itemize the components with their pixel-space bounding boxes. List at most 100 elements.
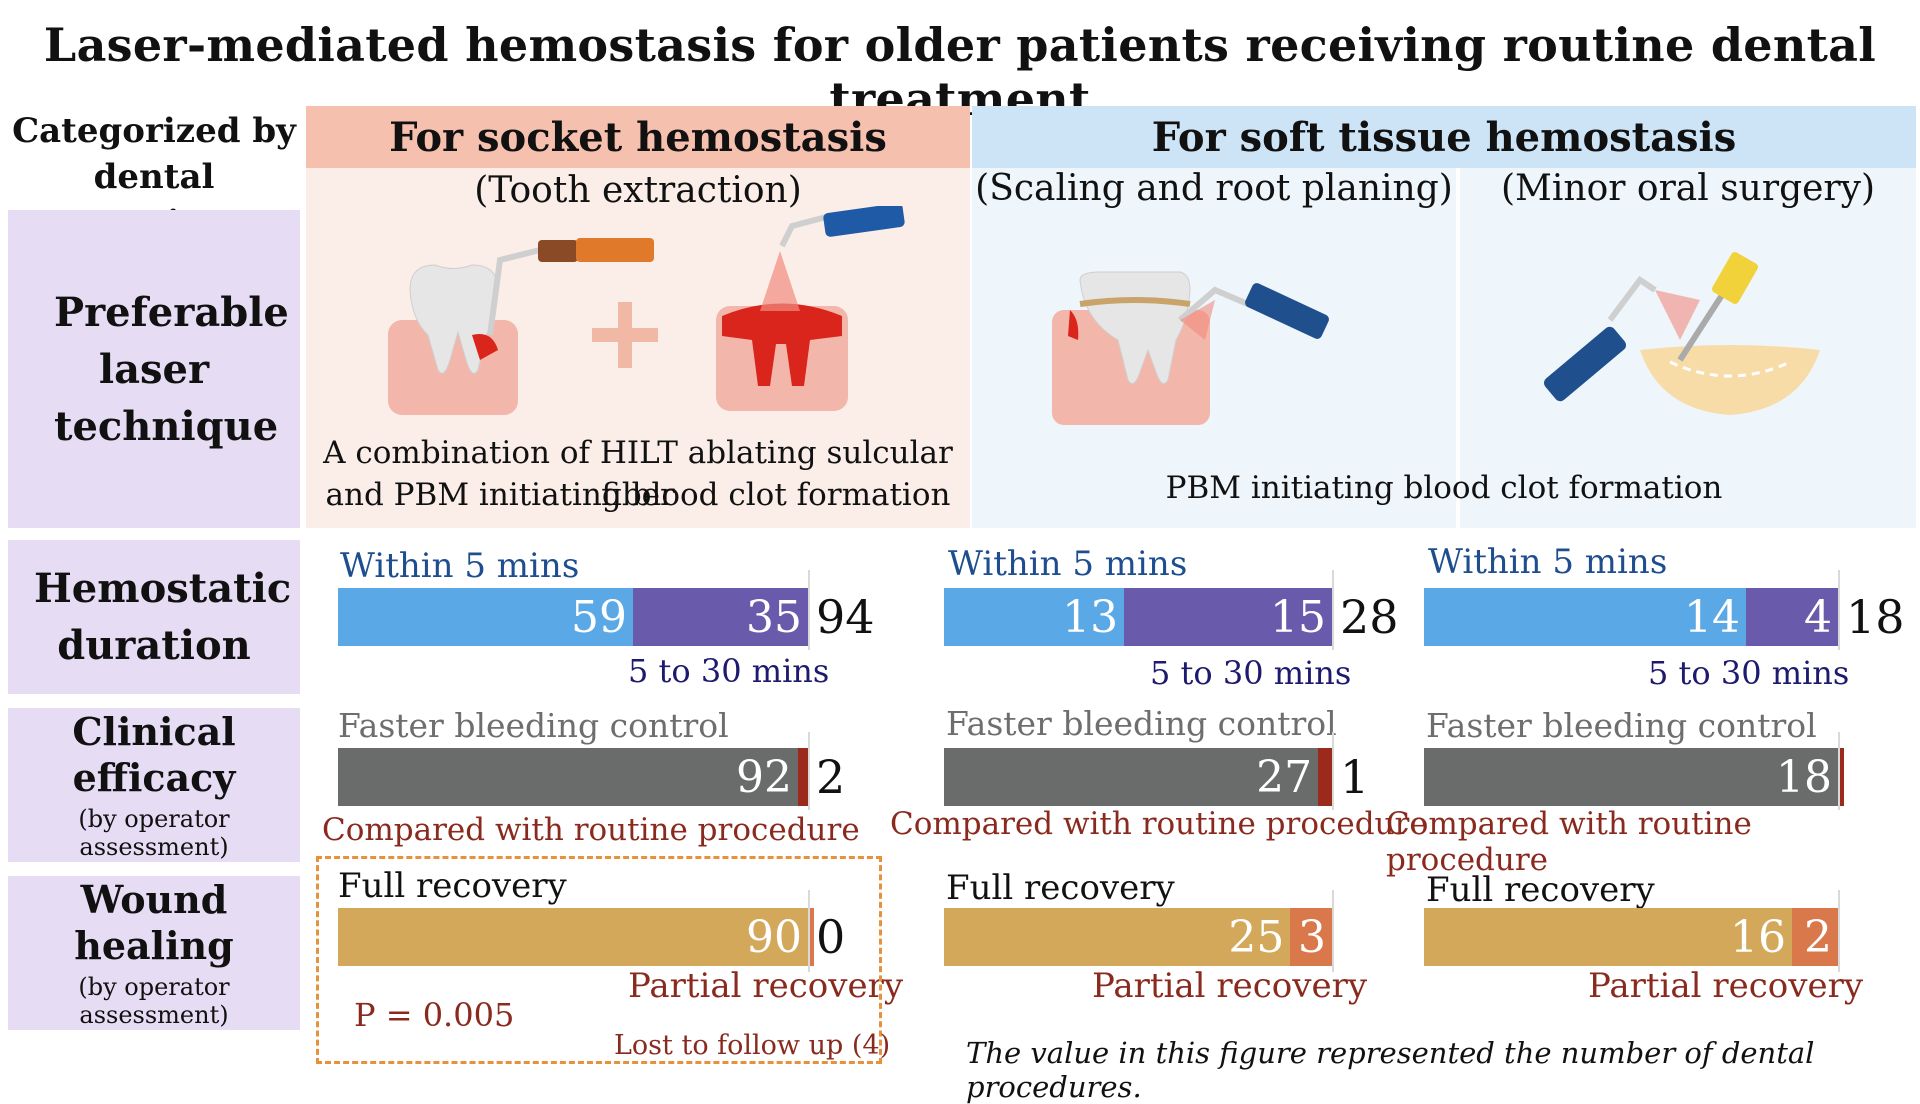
pbm-handpiece-icon bbox=[1543, 326, 1627, 402]
healing-segment-1-1: 90 bbox=[338, 908, 808, 966]
duration-row-label: Hemostatic duration bbox=[8, 540, 300, 694]
duration-outer-value-2: 28 bbox=[1340, 590, 1399, 644]
laser-beam bbox=[1180, 300, 1215, 340]
healing-axis-3 bbox=[1838, 890, 1840, 972]
scaling-subheader: (Scaling and root planing) bbox=[975, 168, 1453, 209]
technique-row-label: Preferable laser technique bbox=[8, 210, 300, 528]
efficacy-outer-value-2: 1 bbox=[1340, 750, 1370, 804]
laser-tip bbox=[487, 247, 541, 336]
within5-label-2: Within 5 mins bbox=[948, 544, 1188, 584]
efficacy-segment-1-2 bbox=[798, 748, 808, 806]
figure-title: Laser-mediated hemostasis for older pati… bbox=[43, 18, 1877, 126]
tissue-flap bbox=[1640, 345, 1820, 415]
efficacy-segment-3-1: 18 bbox=[1424, 748, 1838, 806]
laser-beam bbox=[1655, 290, 1700, 340]
healing-bar-1: 90 bbox=[338, 908, 814, 966]
healing-segment-2-1: 25 bbox=[944, 908, 1291, 966]
partial-label-3: Partial recovery bbox=[1588, 966, 1864, 1006]
technique-label-text: Preferable laser technique bbox=[54, 288, 289, 450]
efficacy-axis-3 bbox=[1838, 732, 1840, 810]
pbm-clot-illustration bbox=[716, 206, 905, 411]
healing-row-label: Wound healing (by operator assessment) bbox=[8, 876, 300, 1030]
hilt-handpiece-icon bbox=[576, 238, 654, 262]
efficacy-axis-2 bbox=[1332, 732, 1334, 810]
lost-to-follow-up: Lost to follow up (4) bbox=[614, 1030, 891, 1061]
faster-label-2: Faster bleeding control bbox=[946, 704, 1337, 743]
five-to-30-label-1: 5 to 30 mins bbox=[628, 652, 830, 690]
duration-segment-1-1: 59 bbox=[338, 588, 633, 646]
laser-tip bbox=[1607, 275, 1657, 322]
partial-label-2: Partial recovery bbox=[1092, 966, 1368, 1006]
healing-sublabel: (by operator assessment) bbox=[78, 973, 230, 1029]
p-value: P = 0.005 bbox=[354, 996, 515, 1034]
healing-axis-2 bbox=[1332, 890, 1334, 972]
duration-outer-value-1: 94 bbox=[816, 590, 875, 644]
faster-label-3: Faster bleeding control bbox=[1426, 706, 1817, 745]
oral-surgery-illustration bbox=[1543, 252, 1820, 415]
full-label-1: Full recovery bbox=[338, 866, 567, 906]
efficacy-label-text: Clinical efficacy bbox=[72, 709, 236, 800]
efficacy-segment-1-1: 92 bbox=[338, 748, 798, 806]
efficacy-segment-3-2 bbox=[1838, 748, 1844, 806]
pbm-handpiece-icon bbox=[823, 206, 905, 237]
instrument-handle-icon bbox=[1711, 252, 1759, 304]
five-to-30-label-3: 5 to 30 mins bbox=[1648, 654, 1850, 692]
calculus-line bbox=[1079, 297, 1191, 307]
healing-label-text: Wound healing bbox=[74, 877, 234, 968]
efficacy-bar-3: 18 bbox=[1424, 748, 1844, 806]
surgery-subheader: (Minor oral surgery) bbox=[1500, 168, 1876, 209]
laser-tip bbox=[779, 213, 831, 248]
efficacy-bar-2: 27 bbox=[944, 748, 1332, 806]
duration-axis-3 bbox=[1838, 570, 1840, 650]
soft-tissue-header: For soft tissue hemostasis bbox=[972, 106, 1916, 168]
plus-icon bbox=[592, 302, 658, 368]
duration-segment-3-1: 14 bbox=[1424, 588, 1746, 646]
duration-outer-value-3: 18 bbox=[1846, 590, 1905, 644]
socket-subheader: (Tooth extraction) bbox=[474, 170, 802, 211]
healing-segment-3-2: 2 bbox=[1792, 908, 1838, 966]
duration-segment-1-2: 35 bbox=[633, 588, 808, 646]
statistics-dashed-box bbox=[316, 856, 882, 1064]
socket-caption-line-2: and PBM initiating blood clot formation bbox=[325, 477, 951, 513]
healing-segment-1-2 bbox=[808, 908, 814, 966]
duration-axis-2 bbox=[1332, 570, 1334, 650]
compared-label-2: Compared with routine procedure bbox=[890, 806, 1428, 842]
pbm-handpiece-icon bbox=[1245, 283, 1329, 339]
compared-label-1: Compared with routine procedure bbox=[322, 812, 860, 848]
blood-clot-shape bbox=[722, 303, 842, 386]
handpiece-collar bbox=[538, 240, 578, 262]
within5-label-3: Within 5 mins bbox=[1428, 542, 1668, 582]
duration-segment-3-2: 4 bbox=[1746, 588, 1838, 646]
healing-outer-value-1: 0 bbox=[816, 910, 846, 964]
faster-label-1: Faster bleeding control bbox=[338, 706, 729, 745]
efficacy-axis-1 bbox=[808, 732, 810, 810]
duration-axis-1 bbox=[808, 570, 810, 650]
duration-segment-2-2: 15 bbox=[1124, 588, 1332, 646]
efficacy-row-label: Clinical efficacy (by operator assessmen… bbox=[8, 708, 300, 862]
duration-segment-2-1: 13 bbox=[944, 588, 1125, 646]
efficacy-segment-2-1: 27 bbox=[944, 748, 1319, 806]
socket-caption-line-1: A combination of HILT ablating sulcular … bbox=[323, 435, 953, 513]
soft-tissue-caption: PBM initiating blood clot formation bbox=[1165, 470, 1723, 506]
hilt-ablation-illustration bbox=[388, 238, 654, 415]
duration-label-text: Hemostatic duration bbox=[34, 565, 292, 669]
full-label-2: Full recovery bbox=[946, 868, 1175, 908]
healing-segment-2-2: 3 bbox=[1290, 908, 1332, 966]
socket-header: For socket hemostasis bbox=[306, 106, 970, 168]
efficacy-sublabel: (by operator assessment) bbox=[78, 805, 230, 861]
efficacy-segment-2-2 bbox=[1318, 748, 1332, 806]
scaling-illustration bbox=[1052, 271, 1329, 425]
within5-label-1: Within 5 mins bbox=[340, 546, 580, 586]
bleeding-area bbox=[472, 334, 498, 360]
five-to-30-label-2: 5 to 30 mins bbox=[1150, 654, 1352, 692]
bleeding-area bbox=[1068, 310, 1079, 340]
partial-label-1: Partial recovery bbox=[628, 966, 904, 1006]
laser-tip bbox=[1178, 286, 1252, 323]
incision-line bbox=[1669, 360, 1791, 378]
